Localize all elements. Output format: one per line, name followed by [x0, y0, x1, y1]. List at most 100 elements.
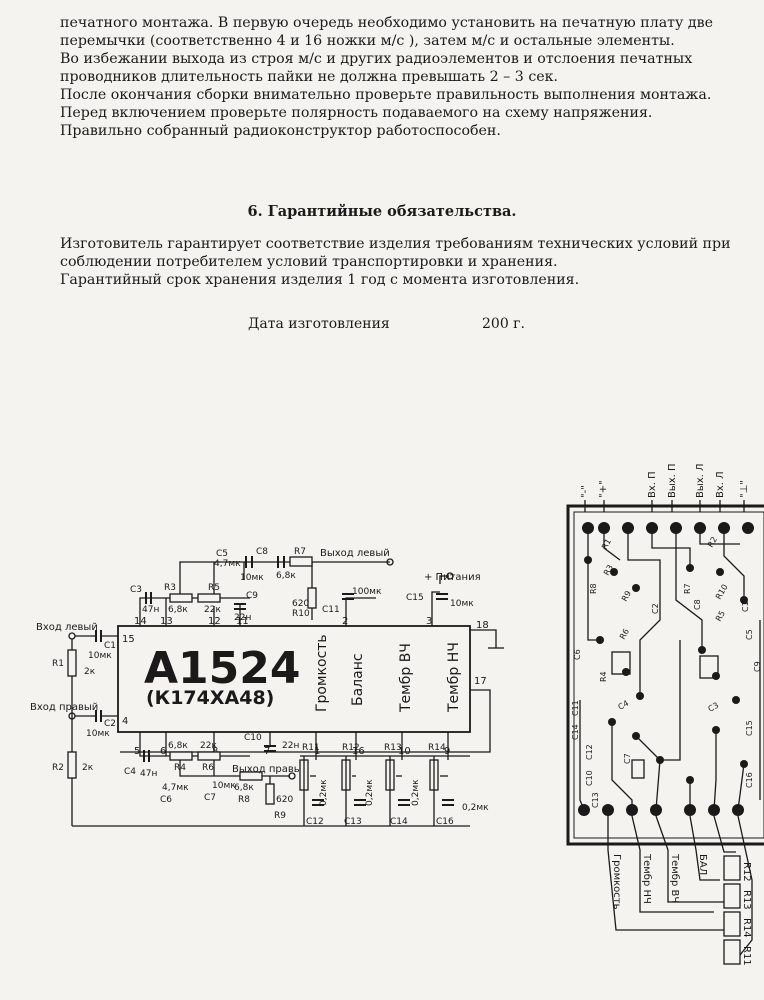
r8-label: R8 [238, 795, 250, 805]
label-treble: Тембр ВЧ [398, 643, 414, 713]
r7-value: 6,8к [276, 571, 296, 581]
wire [179, 561, 390, 598]
c8-value: 10мк [240, 573, 264, 583]
pcb-part: C7 [623, 753, 632, 764]
c3-label: C3 [130, 585, 142, 595]
pcb-part: C6 [573, 649, 582, 660]
warranty-heading: 6. Гарантийные обязательства. [247, 203, 517, 220]
out-right-label: Выход правый [232, 764, 308, 775]
r1-label: R1 [52, 659, 64, 669]
pin-11: 11 [236, 616, 249, 627]
c2-label: C2 [104, 719, 116, 729]
c14-value: 0,2мк [411, 779, 421, 806]
warranty-line: Изготовитель гарантирует соответствие из… [60, 236, 731, 252]
r3-label: R3 [164, 583, 176, 593]
pcb-pot-r13: R13 [741, 890, 752, 910]
assembly-line: Правильно собранный радиоконструктор раб… [60, 123, 501, 139]
wire [470, 629, 497, 648]
r3-value: 6,8к [168, 605, 188, 615]
pcb-part: C13 [591, 792, 600, 808]
pcb-label-out-right: Вых. П [667, 463, 678, 498]
c4-value: 47н [140, 769, 157, 779]
r5-label: R5 [208, 583, 220, 593]
pcb-part: C11 [571, 700, 580, 716]
pcb-part: R4 [599, 671, 608, 682]
r7-label: R7 [294, 547, 306, 557]
c16-label: C16 [436, 817, 454, 827]
assembly-paragraph: печатного монтажа. В первую очередь необ… [60, 14, 720, 140]
pcb-part: R7 [683, 583, 692, 594]
pin-18: 18 [476, 620, 489, 631]
c8-label: C8 [256, 547, 268, 557]
c4-label: C4 [124, 767, 136, 777]
r6-label: R6 [202, 763, 214, 773]
pin-17: 17 [474, 676, 487, 687]
c14-label: C14 [390, 817, 408, 827]
pcb-wire-bass: Тембр НЧ [641, 853, 652, 904]
c11-value: 100мк [352, 587, 382, 597]
pcb-part: R1 [600, 537, 613, 551]
pcb-pot-r11: R11 [741, 946, 752, 966]
pcb-label-in-right: Вх. П [647, 471, 658, 498]
pcb-part: C2 [651, 603, 660, 614]
pcb-part: R5 [714, 609, 727, 623]
c5-value: 4,7мк [214, 559, 241, 569]
c12-label: C12 [306, 817, 324, 827]
pcb-part: R6 [618, 627, 631, 641]
pcb-label-ground: "⊥" [739, 480, 750, 498]
c15-value: 10мк [450, 599, 474, 609]
c13-value: 0,2мк [365, 779, 375, 806]
warranty-line: Гарантийный срок хранения изделия 1 год … [60, 272, 580, 288]
pin-2: 2 [342, 616, 348, 627]
pcb-part: C9 [753, 661, 762, 672]
label-balance: Баланс [350, 653, 366, 706]
c5-label: C5 [216, 549, 228, 559]
pcb-part: R8 [589, 583, 598, 594]
assembly-line: печатного монтажа. В первую очередь необ… [60, 15, 713, 31]
pcb-label-in-left: Вх. Л [715, 471, 726, 498]
warranty-line: соблюдении потребителем условий транспор… [60, 254, 558, 270]
c16-value: 0,2мк [462, 803, 489, 813]
assembly-line: Перед включением проверьте полярность по… [60, 105, 653, 121]
out-left-label: Выход левый [320, 548, 390, 559]
r14-label: R14 [428, 743, 446, 753]
r4-value: 6,8к [168, 741, 188, 751]
c6-label: C6 [160, 795, 172, 805]
pcb-pot-r12: R12 [741, 862, 752, 882]
c1-label: C1 [104, 641, 116, 651]
pcb-part: C12 [585, 744, 594, 760]
c12-value: 0,2мк [319, 779, 329, 806]
r9-label: R9 [274, 811, 286, 821]
r10-label: R10 [292, 609, 310, 619]
c2-value: 10мк [86, 729, 110, 739]
c7-value: 10мк [212, 781, 236, 791]
r10-value: 620 [292, 599, 309, 609]
pcb-part: C8 [693, 599, 702, 610]
r2-value: 2к [82, 763, 94, 773]
c9-value: 22н [234, 613, 251, 623]
pcb-part: C3 [707, 701, 721, 714]
warranty-paragraph: Изготовитель гарантирует соответствие из… [60, 235, 731, 289]
in-right-label: Вход правый [30, 702, 98, 713]
pcb-wire-balance: БАЛ [697, 854, 708, 875]
in-left-terminal [68, 632, 76, 640]
r8-value: 6,8к [234, 783, 254, 793]
assembly-line: перемычки (соответственно 4 и 16 ножки м… [60, 33, 675, 49]
assembly-line: проводников длительность пайки не должна… [60, 69, 559, 85]
pcb-label-plus: "+" [598, 480, 609, 498]
r13-label: R13 [384, 743, 402, 753]
c3-value: 47н [142, 605, 159, 615]
label-volume: Громкость [314, 634, 330, 712]
power-label: + Питания [424, 572, 481, 583]
pcb-wire-volume: Громкость [611, 854, 622, 910]
r9-value: 620 [276, 795, 293, 805]
chip-name: A1524 [144, 643, 301, 694]
wire [431, 591, 440, 626]
in-left-label: Вход левый [36, 622, 98, 633]
c7-label: C7 [204, 793, 216, 803]
pcb-label-minus: "-" [580, 485, 591, 498]
r1-value: 2к [84, 667, 96, 677]
power-terminal [446, 572, 454, 580]
wire [120, 689, 491, 753]
